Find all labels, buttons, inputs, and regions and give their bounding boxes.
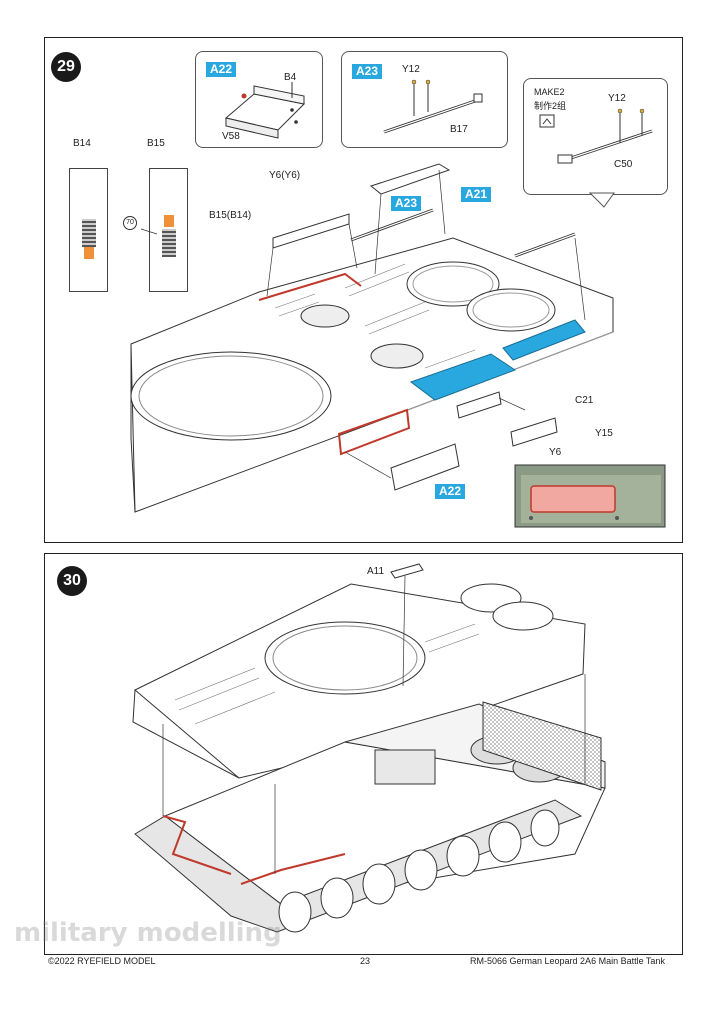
label-y6: Y6: [549, 447, 562, 458]
a22-armor-plate-drawing: [224, 82, 306, 139]
card-b15: [149, 168, 188, 292]
hull-top-drawing-29: [130, 163, 666, 528]
c50-bar-drawing: [539, 108, 653, 208]
footer-copyright: ©2022 RYEFIELD MODEL: [48, 956, 156, 966]
part-label-v58: V58: [222, 131, 240, 142]
label-a11: A11: [367, 566, 385, 577]
step-number-30: 30: [57, 566, 87, 596]
tag-a22-main: A22: [435, 484, 466, 499]
label-b15-b14: B15(B14): [209, 210, 252, 221]
make-qty-label: MAKE2: [534, 87, 565, 97]
part-label-c50: C50: [614, 159, 633, 170]
part-label-b4: B4: [284, 72, 297, 83]
card-b14: [69, 168, 108, 292]
tag-a22: A22: [206, 62, 237, 77]
watermark-logo: military modelling: [14, 918, 282, 948]
callout-a22: A22 B4 V58: [195, 51, 323, 148]
card-reference-circle: 70: [123, 216, 137, 230]
callout-c50: MAKE2 制作2组 Y12 C50: [523, 78, 668, 208]
label-c21: C21: [575, 395, 594, 406]
step-30-panel: 30 A11: [44, 553, 683, 955]
label-y15: Y15: [595, 428, 613, 439]
callout-a23: A23 Y12 B17: [341, 51, 508, 148]
hull-assembly-drawing-30: [132, 563, 606, 933]
tag-a23: A23: [352, 64, 383, 79]
tag-a23-main: A23: [391, 196, 422, 211]
part-label-b17: B17: [450, 124, 468, 135]
step-29-panel: 29 A22 B4 V58 A23 Y12 B17 M: [44, 37, 683, 543]
footer-page-number: 23: [360, 956, 371, 966]
make-qty-label-cn: 制作2组: [534, 101, 567, 111]
label-y6-y6: Y6(Y6): [269, 170, 301, 181]
card-label-b15: B15: [147, 138, 165, 149]
footer-title: RM-5066 German Leopard 2A6 Main Battle T…: [470, 956, 665, 966]
tag-a21: A21: [461, 187, 492, 202]
part-label-y12: Y12: [402, 64, 420, 75]
card-label-b14: B14: [73, 138, 91, 149]
part-label-y12-c50: Y12: [608, 93, 626, 104]
step-number-29: 29: [51, 52, 81, 82]
a23-bar-drawing: [383, 79, 483, 134]
